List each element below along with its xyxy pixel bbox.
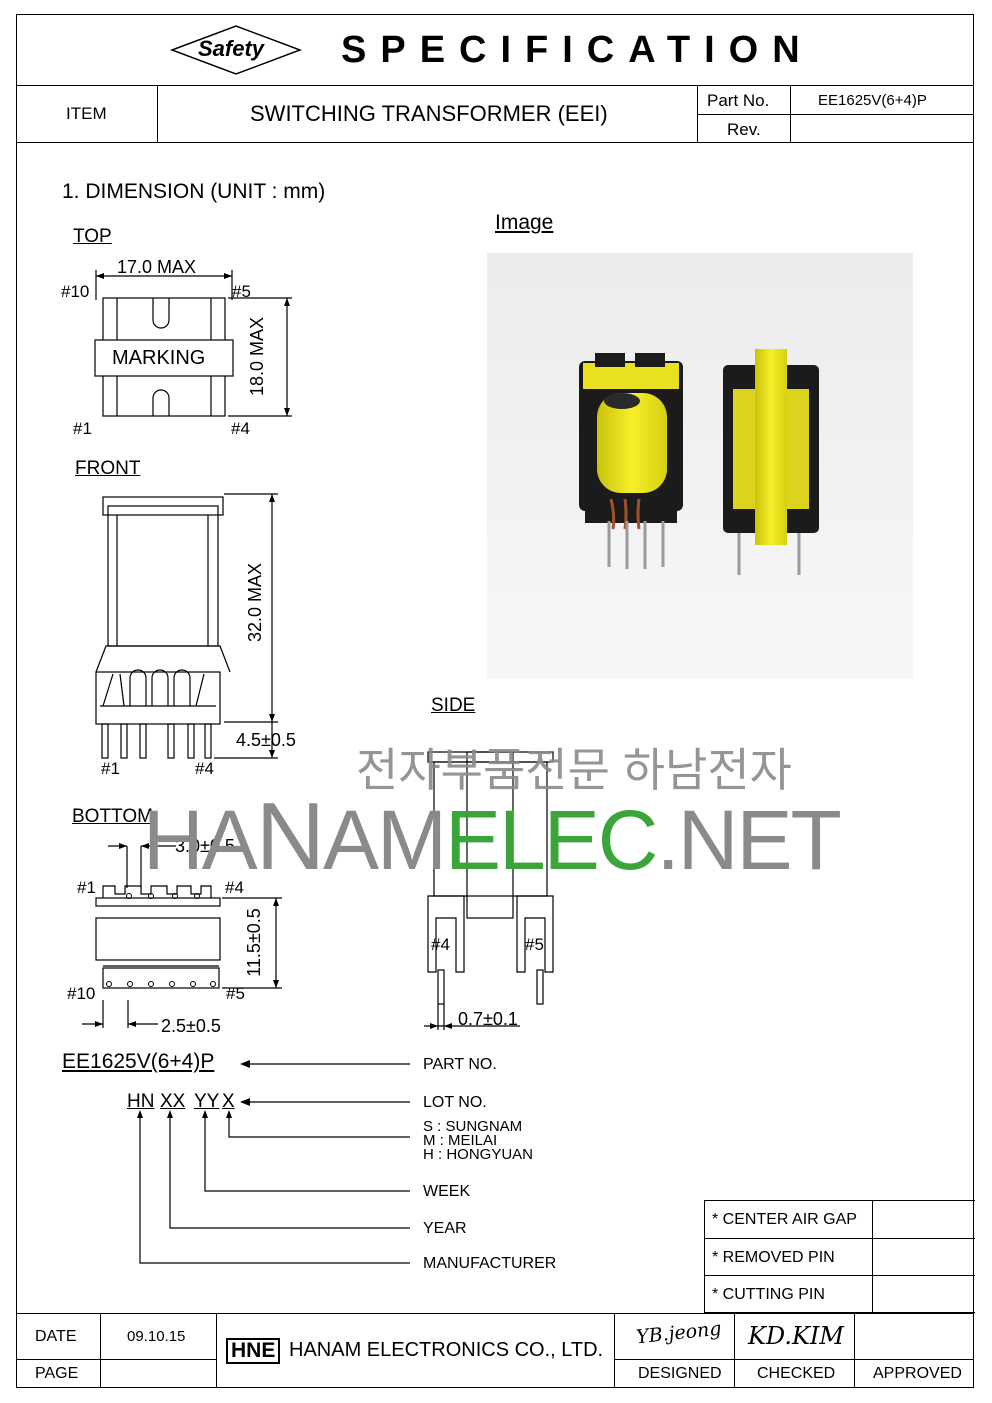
top-pin-1: #1 — [73, 419, 92, 438]
legend-site-h: H : HONGYUAN — [423, 1146, 534, 1163]
legend-lot-no-label: LOT NO. — [423, 1094, 487, 1111]
footer-designed-label: DESIGNED — [638, 1365, 722, 1382]
top-pin-4: #4 — [231, 419, 250, 438]
footer-page-label: PAGE — [35, 1365, 79, 1382]
product-photo — [487, 253, 913, 679]
lot-part-xx: XX — [160, 1091, 186, 1112]
side-pin-5: #5 — [525, 935, 544, 954]
item-value: SWITCHING TRANSFORMER (EEI) — [250, 101, 608, 126]
company-name: HANAM ELECTRONICS CO., LTD. — [289, 1339, 604, 1361]
lot-part-x: X — [222, 1091, 235, 1112]
section-heading: 1. DIMENSION (UNIT : mm) — [62, 180, 326, 203]
page-title: SPECIFICATION — [341, 29, 814, 71]
front-view-label: FRONT — [75, 458, 141, 479]
part-no-label: Part No. — [707, 91, 770, 110]
side-pin-4: #4 — [431, 935, 450, 954]
front-pin-4: #4 — [195, 759, 214, 778]
legend-part-no-label: PART NO. — [423, 1056, 497, 1073]
side-view-label: SIDE — [431, 695, 476, 716]
checked-signature: KD.KIM — [748, 1322, 844, 1350]
page-frame — [16, 14, 974, 1388]
footer-date-value: 09.10.15 — [127, 1328, 186, 1345]
legend-year-label: YEAR — [423, 1220, 467, 1237]
note-cutting-pin: * CUTTING PIN — [712, 1286, 825, 1303]
bottom-pin-5: #5 — [226, 984, 245, 1003]
notes-table — [704, 1200, 975, 1313]
top-view-label: TOP — [73, 226, 112, 247]
note-removed-pin: * REMOVED PIN — [712, 1249, 835, 1266]
item-label: ITEM — [66, 104, 107, 123]
bottom-pitch-top-dim: 3.0±0.5 — [175, 836, 235, 856]
footer-approved-label: APPROVED — [873, 1365, 962, 1382]
image-label: Image — [495, 211, 554, 234]
safety-logo-text: Safety — [198, 36, 265, 61]
front-pin-length-dim: 4.5±0.5 — [236, 730, 296, 750]
legend-manufacturer-label: MANUFACTURER — [423, 1255, 557, 1272]
bottom-pin-10: #10 — [67, 984, 96, 1003]
bottom-view-label: BOTTOM — [72, 806, 153, 827]
legend-part-number: EE1625V(6+4)P — [62, 1050, 215, 1073]
bottom-pitch-bottom-dim: 2.5±0.5 — [161, 1016, 221, 1036]
lot-part-hn: HN — [127, 1091, 155, 1112]
bottom-pin-1: #1 — [77, 878, 96, 897]
legend-site-s: S : SUNGNAM — [423, 1118, 523, 1135]
top-pin-5: #5 — [232, 282, 251, 301]
company-logo: HNE — [226, 1338, 281, 1364]
legend-site-m: M : MEILAI — [423, 1132, 498, 1149]
rev-label: Rev. — [727, 120, 761, 139]
top-width-dim: 17.0 MAX — [117, 257, 197, 277]
front-pin-1: #1 — [101, 759, 120, 778]
top-marking: MARKING — [112, 347, 206, 369]
footer-date-label: DATE — [35, 1328, 77, 1345]
lot-part-yy: YY — [194, 1091, 220, 1112]
note-center-air-gap: * CENTER AIR GAP — [712, 1211, 857, 1228]
footer-checked-label: CHECKED — [757, 1365, 836, 1382]
legend-week-label: WEEK — [423, 1183, 471, 1200]
safety-logo — [169, 25, 303, 75]
side-pin-dim: 0.7±0.1 — [458, 1009, 518, 1029]
bottom-pin-4: #4 — [225, 878, 244, 897]
part-no-value: EE1625V(6+4)P — [818, 92, 927, 109]
top-pin-10: #10 — [61, 282, 90, 301]
